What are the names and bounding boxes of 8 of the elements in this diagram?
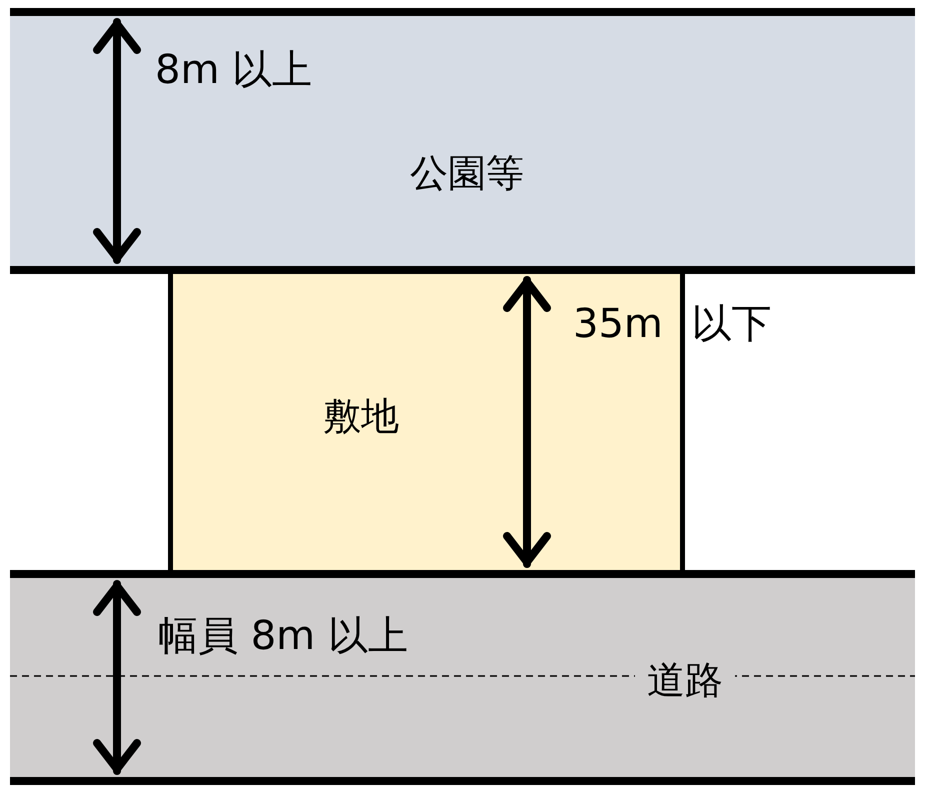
band-area — [10, 570, 915, 785]
area-label: 敷地 — [323, 396, 399, 438]
band-area — [10, 8, 915, 274]
dimension-label: 35m 以下 — [573, 302, 772, 346]
dimension-label: 幅員 8m 以上 — [158, 614, 408, 658]
site-box — [168, 274, 685, 570]
area-label: 公園等 — [410, 153, 524, 195]
dimension-label: 8m 以上 — [155, 48, 312, 92]
